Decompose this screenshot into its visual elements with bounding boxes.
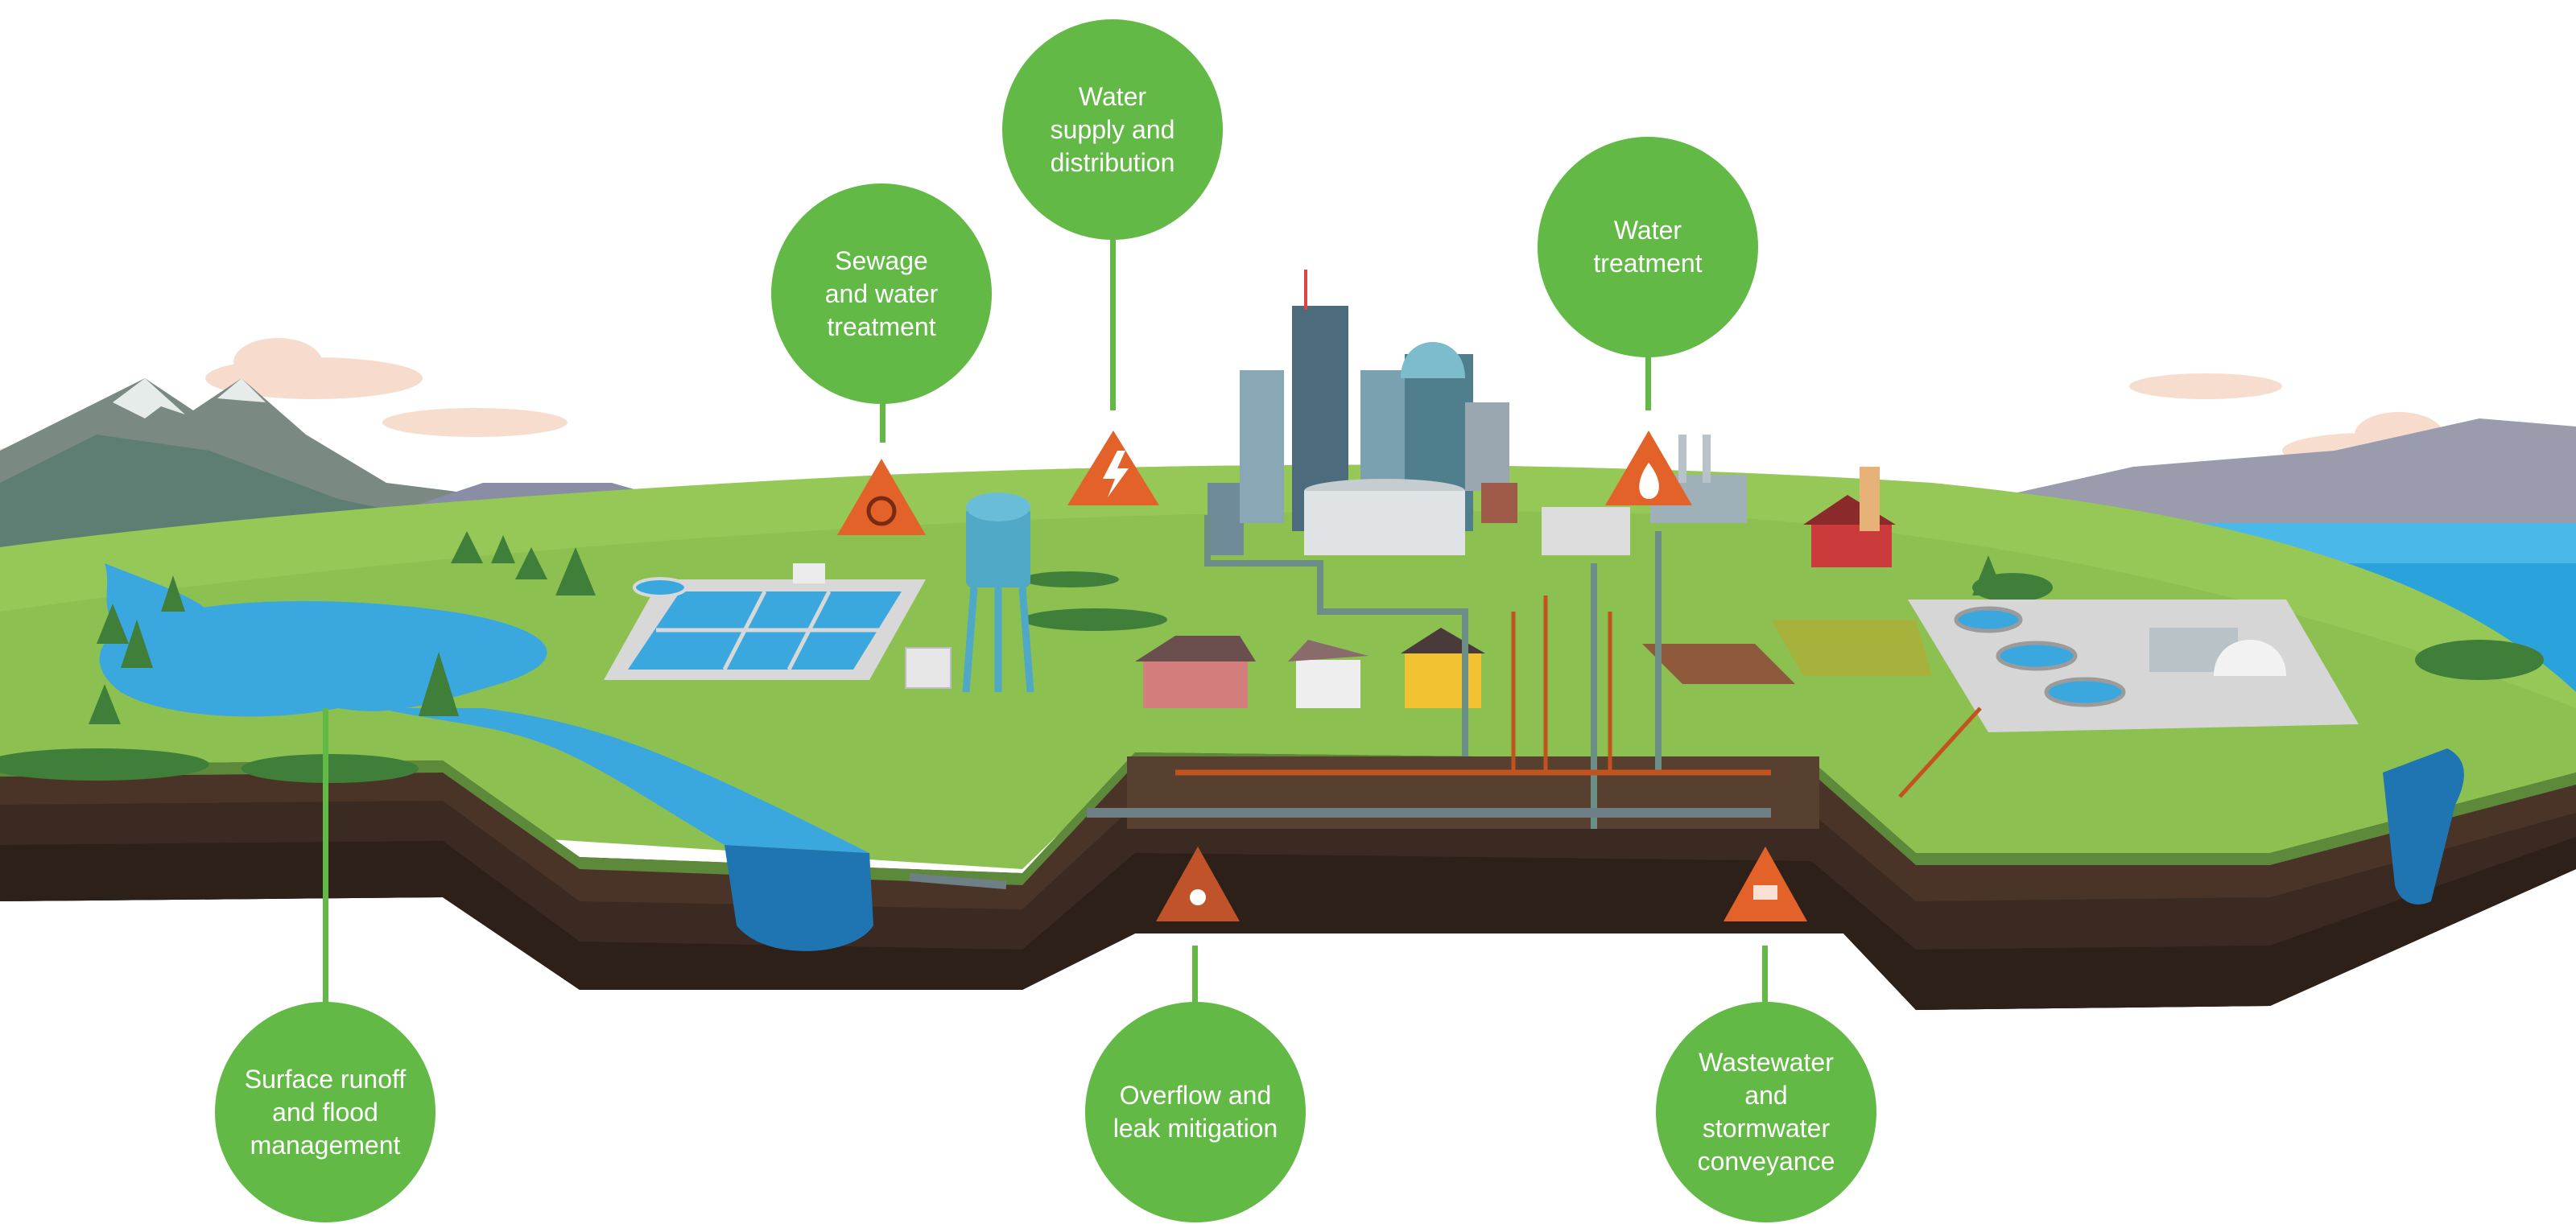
callout-sewage: Sewage and water treatment (771, 183, 992, 404)
fire-icon (1605, 431, 1692, 505)
farm-fields (1642, 620, 1932, 684)
filtration-beds (604, 563, 952, 689)
stem-supply (1110, 217, 1116, 410)
leak-icon (1156, 847, 1240, 921)
callout-conveyance: Wastewater and stormwater conveyance (1656, 1002, 1876, 1222)
trees (0, 531, 2544, 783)
city-buildings (1208, 270, 1747, 555)
callout-overflow-label: Overflow and leak mitigation (1113, 1081, 1278, 1143)
callout-overflow: Overflow and leak mitigation (1085, 1002, 1306, 1222)
clouds (0, 338, 2451, 482)
stem-sewage (880, 386, 886, 443)
callout-supply: Water supply and distribution (1002, 19, 1223, 240)
biohazard-icon (837, 459, 926, 535)
callout-sewage-label: Sewage and water treatment (824, 245, 939, 341)
callout-runoff: Surface runoff and flood management (215, 1002, 436, 1222)
callout-supply-label: Water supply and distribution (1050, 81, 1175, 177)
stem-treatment (1645, 338, 1651, 410)
callout-treatment: Water treatment (1538, 137, 1758, 357)
stem-conveyance (1762, 946, 1768, 1002)
pipe-burst-icon (1724, 847, 1807, 921)
wastewater-plant (1908, 600, 2359, 732)
callout-conveyance-label: Wastewater and stormwater conveyance (1697, 1048, 1835, 1176)
lightning-icon (1067, 431, 1159, 505)
callout-runoff-label: Surface runoff and flood management (244, 1064, 407, 1160)
stem-runoff (323, 708, 328, 1014)
houses (1135, 467, 1896, 708)
callout-treatment-label: Water treatment (1593, 216, 1703, 278)
soil-cross-section (0, 752, 2576, 1010)
water-tower (962, 492, 1034, 693)
stem-overflow (1192, 946, 1198, 1006)
pipes (909, 515, 1982, 889)
